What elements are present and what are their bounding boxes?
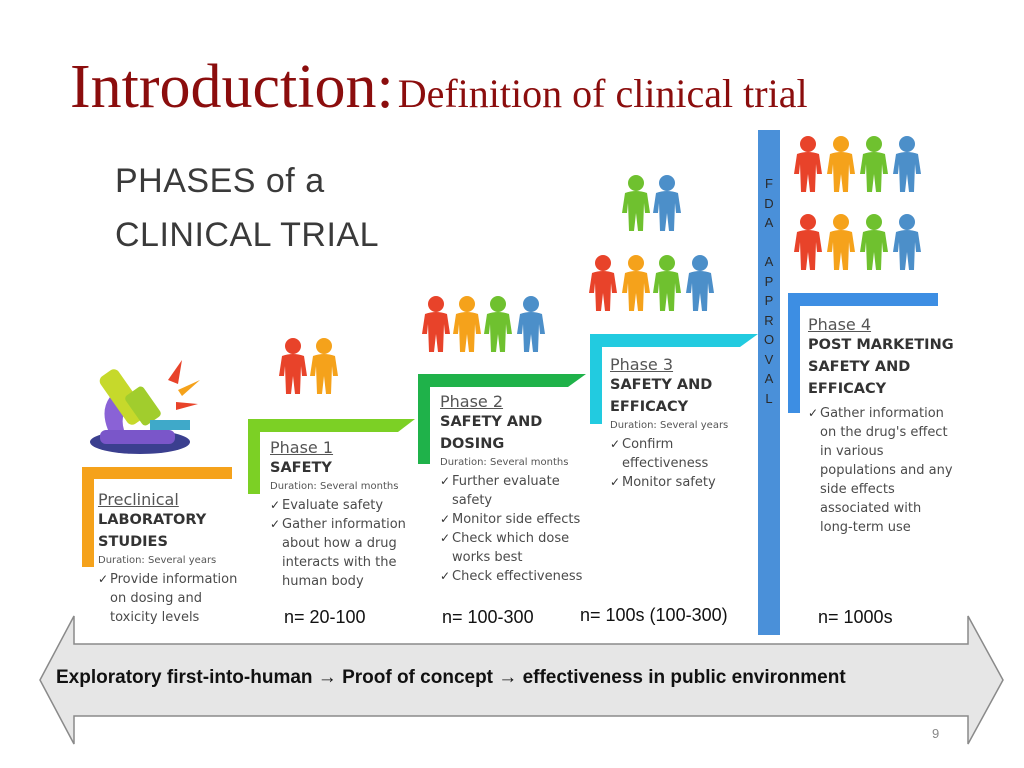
person-icon [422, 296, 450, 352]
stage-subtitle: SAFETY AND [808, 359, 911, 375]
person-icon [827, 136, 855, 192]
fda-letter: V [764, 351, 774, 367]
stage-name: Preclinical [98, 490, 179, 509]
stage-subtitle: DOSING [440, 436, 505, 452]
stage-name: Phase 4 [808, 315, 872, 334]
stage-duration: Duration: Several months [440, 457, 569, 468]
preclinical-box: Preclinical LABORATORY STUDIES Duration:… [98, 490, 248, 627]
person-icon [893, 214, 921, 270]
stage-items: Further evaluate safety Monitor side eff… [440, 472, 585, 586]
list-item: Check effectiveness [440, 567, 585, 586]
phase1-count: n= 20-100 [284, 607, 366, 627]
stage-items: Confirm effectiveness Monitor safety [610, 435, 750, 492]
phase4-box: Phase 4 POST MARKETING SAFETY AND EFFICA… [808, 315, 956, 537]
list-item: Gather information on the drug's effect … [808, 404, 956, 537]
diagram-heading-line2: CLINICAL TRIAL [115, 216, 379, 254]
slide-title: Introduction: Definition of clinical tri… [70, 52, 808, 123]
list-item: Monitor side effects [440, 510, 585, 529]
fda-letter: P [764, 273, 774, 289]
title-subtitle: Definition of clinical trial [397, 71, 808, 116]
person-icon [893, 136, 921, 192]
stage-subtitle: STUDIES [98, 534, 168, 550]
fda-letter: L [765, 390, 773, 406]
fda-letter: A [764, 215, 774, 230]
person-icon [589, 255, 617, 311]
phase2-step-top [418, 374, 586, 387]
list-item: Check which dose works best [440, 529, 585, 567]
person-icon [860, 136, 888, 192]
participant-figures [279, 136, 921, 394]
stage-subtitle: EFFICACY [808, 381, 887, 397]
person-icon [517, 296, 545, 352]
list-item: Confirm effectiveness [610, 435, 750, 473]
person-icon [686, 255, 714, 311]
stage-name: Phase 1 [270, 438, 334, 457]
stage-duration: Duration: Several years [98, 555, 217, 566]
diagram-heading-line1: PHASES of a [115, 162, 325, 200]
stage-subtitle: SAFETY AND [610, 377, 713, 393]
person-icon [653, 175, 681, 231]
stage-subtitle: SAFETY [270, 460, 332, 476]
list-item: Further evaluate safety [440, 472, 585, 510]
phase2-step-side [418, 374, 430, 464]
stage-subtitle: LABORATORY [98, 512, 207, 528]
stage-duration: Duration: Several years [610, 420, 729, 431]
fda-letter [762, 235, 776, 255]
stage-items: Provide information on dosing and toxici… [98, 570, 248, 627]
phase1-step-top [248, 419, 415, 432]
preclinical-step-side [82, 467, 94, 567]
fda-letter: A [764, 371, 774, 386]
person-icon [453, 296, 481, 352]
stage-items: Gather information on the drug's effect … [808, 404, 956, 537]
fda-letter: O [763, 332, 775, 347]
phase1-step-side [248, 419, 260, 494]
phase2-box: Phase 2 SAFETY AND DOSING Duration: Seve… [440, 392, 585, 586]
list-item: Provide information on dosing and toxici… [98, 570, 248, 627]
fda-letter: A [764, 254, 774, 269]
phase4-step-side [788, 293, 800, 413]
person-icon [860, 214, 888, 270]
person-icon [827, 214, 855, 270]
fda-letter: D [764, 195, 774, 211]
stage-duration: Duration: Several months [270, 481, 399, 492]
preclinical-step-top [82, 467, 232, 479]
person-icon [794, 214, 822, 270]
stage-name: Phase 3 [610, 355, 674, 374]
stage-name: Phase 2 [440, 392, 504, 411]
title-main: Introduction: [70, 53, 394, 121]
phase3-count: n= 100s (100-300) [580, 605, 728, 625]
stage-items: Evaluate safety Gather information about… [270, 496, 415, 591]
list-item: Monitor safety [610, 473, 750, 492]
person-icon [310, 338, 338, 394]
microscope-icon [90, 360, 200, 454]
person-icon [653, 255, 681, 311]
fda-letter: R [764, 312, 774, 328]
fda-approval-bar [758, 130, 780, 635]
bottom-double-arrow [39, 615, 1004, 745]
phase2-count: n= 100-300 [442, 607, 534, 627]
fda-letter: F [765, 176, 773, 191]
phase4-step-top [788, 293, 938, 306]
phase3-step-side [590, 334, 602, 424]
phase3-step-top [590, 334, 758, 347]
phase1-box: Phase 1 SAFETY Duration: Several months … [270, 438, 415, 591]
person-icon [622, 255, 650, 311]
list-item: Gather information about how a drug inte… [270, 515, 415, 591]
stage-subtitle: EFFICACY [610, 399, 689, 415]
person-icon [622, 175, 650, 231]
page-number: 9 [932, 726, 940, 741]
fda-letter: P [764, 293, 774, 308]
person-icon [794, 136, 822, 192]
stage-subtitle: POST MARKETING [808, 337, 954, 353]
stage-subtitle: SAFETY AND [440, 414, 543, 430]
list-item: Evaluate safety [270, 496, 415, 515]
phase3-box: Phase 3 SAFETY AND EFFICACY Duration: Se… [610, 355, 750, 492]
person-icon [484, 296, 512, 352]
phase4-count: n= 1000s [818, 607, 893, 627]
progression-arrow-label: Exploratory first-into-human → Proof of … [56, 667, 846, 688]
person-icon [279, 338, 307, 394]
